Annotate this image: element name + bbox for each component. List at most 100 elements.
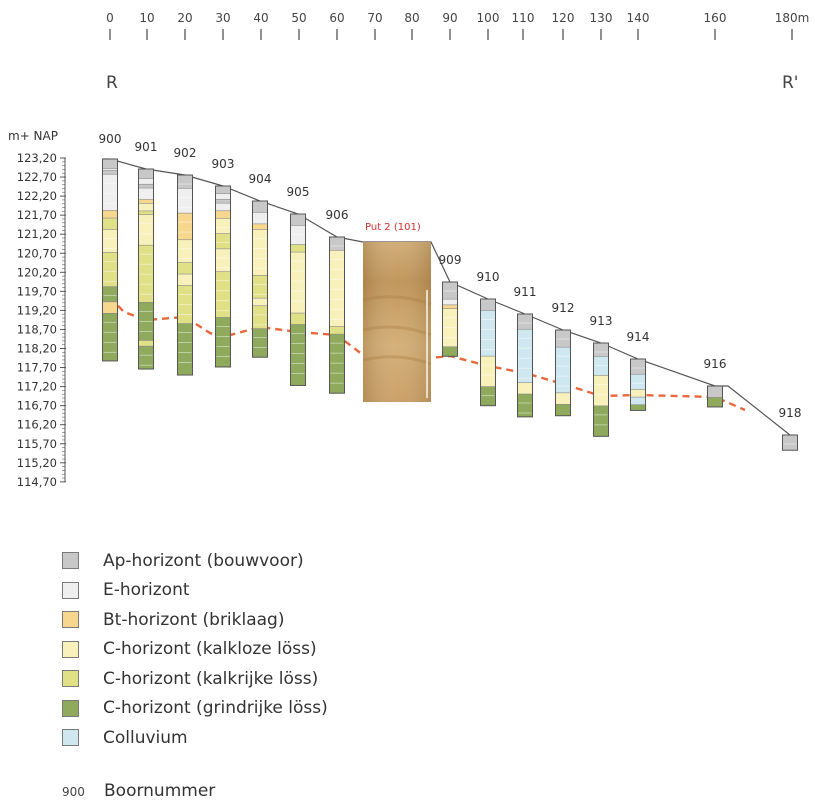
borehole-layer [555,347,571,393]
borehole-number: 910 [477,270,500,284]
borehole-outline [480,298,496,407]
borehole-layer [442,299,458,305]
borehole-layer [177,323,193,376]
borehole-layer [782,435,798,451]
elevation-tick-label: 116,20 [17,418,57,432]
borehole-layer [215,218,231,234]
borehole-outline [252,200,268,358]
borehole-layer [215,186,231,194]
borehole-layer [138,346,154,370]
borehole-layer [138,178,154,185]
borehole-layer [102,218,118,230]
boornummer-example: 900 [62,785,85,799]
borehole-912: 912 [552,301,574,417]
borehole-layer [290,324,306,386]
borehole-outline [177,174,193,376]
borehole-layer [329,237,345,251]
scale-tick-label: 80 [404,11,419,25]
borehole-916: 916 [704,357,727,408]
scale-end-label: R' [782,73,799,93]
borehole-outline [102,158,118,362]
elevation-tick-label: 121,70 [17,208,57,222]
scale-tick-label: 50 [291,11,306,25]
trench-photo: Put 2 (101) [362,222,432,402]
trench-photo-label: Put 2 (101) [365,222,421,233]
borehole-layer [480,299,496,311]
scale-tick-label: 140 [627,11,650,25]
borehole-layer [215,199,231,204]
borehole-outline [442,281,458,357]
borehole-layer [102,286,118,302]
borehole-layer [138,184,154,189]
borehole-layer [707,386,723,398]
borehole-905: 905 [287,185,310,386]
borehole-layer [102,170,118,175]
borehole-918: 918 [779,406,801,451]
borehole-layer [138,210,154,215]
legend-label: C-horizont (kalkrijke löss) [103,668,319,689]
borehole-outline [707,385,723,408]
borehole-902: 902 [174,146,196,376]
borehole-layer [138,188,154,200]
borehole-layer [630,404,646,411]
borehole-layer [555,392,571,405]
elevation-tick-label: 115,20 [17,456,57,470]
elevation-tick-label: 117,70 [17,361,57,375]
borehole-number: 905 [287,185,310,199]
legend-item: E-horizont [62,576,328,606]
legend-swatch [62,552,79,570]
borehole-layer [593,343,609,357]
borehole-layer [252,223,268,230]
scale-tick-label: 10 [139,11,154,25]
borehole-layer [290,313,306,325]
borehole-layer [138,199,154,204]
legend-swatch [62,581,79,599]
borehole-904: 904 [249,172,272,358]
borehole-layer [102,229,118,253]
borehole-number: 904 [249,172,272,186]
borehole-layer [442,304,458,309]
borehole-layer [177,262,193,275]
borehole-901: 901 [135,140,158,370]
scale-tick-label: 100 [477,11,500,25]
elevation-tick-label: 115,70 [17,437,57,451]
elevation-tick-label: 116,70 [17,399,57,413]
legend-label: Ap-horizont (bouwvoor) [103,550,304,571]
borehole-number: 913 [590,314,613,328]
scale-start-label: R [106,73,118,93]
borehole-layer [630,359,646,375]
borehole-outline [555,329,571,417]
scale-tick-label: 20 [177,11,192,25]
borehole-909: 909 [439,253,462,357]
borehole-number: 909 [439,253,462,267]
borehole-layer [593,375,609,406]
legend-swatch [62,699,79,717]
borehole-outline [290,213,306,386]
scale-tick-label: 160 [704,11,727,25]
borehole-layer [177,213,193,240]
scale-tick-label: 180m [775,11,810,25]
borehole-layer [252,212,268,224]
borehole-layer [138,214,154,246]
elevation-tick-label: 118,70 [17,322,57,336]
borehole-layer [102,252,118,287]
legend-swatch [62,729,79,747]
boornummer-label: Boornummer [104,781,216,801]
borehole-layer [593,356,609,376]
borehole-900: 900 [99,132,122,362]
borehole-layer [102,301,118,314]
borehole-layer [102,168,118,171]
borehole-layer [215,248,231,272]
borehole-outline [138,168,154,370]
borehole-number: 900 [99,132,122,146]
borehole-number: 901 [135,140,158,154]
borehole-layer [177,188,193,214]
borehole-outline [593,342,609,437]
borehole-outline [630,358,646,411]
borehole-layer [252,229,268,276]
legend-item: C-horizont (grindrijke löss) [62,694,328,724]
borehole-number: 916 [704,357,727,371]
borehole-layer [630,389,646,398]
elevation-tick-label: 120,20 [17,265,57,279]
